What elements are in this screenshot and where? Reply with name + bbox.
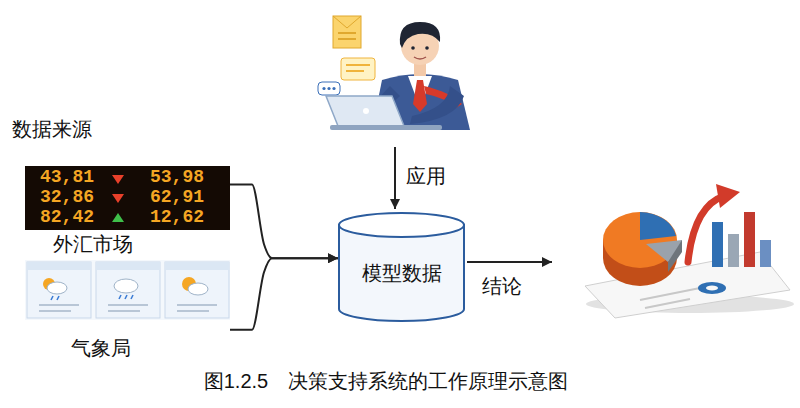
- node-label: 模型数据: [362, 261, 442, 285]
- figure-caption: 图1.2.5 决策支持系统的工作原理示意图: [0, 370, 772, 392]
- merge-connector: [230, 258, 338, 330]
- database-cylinder: 模型数据: [338, 212, 465, 322]
- node-label: 外汇市场: [53, 232, 133, 256]
- ticker-photo: [25, 166, 230, 230]
- weather-photo: [25, 260, 230, 320]
- person-illustration: [318, 16, 470, 130]
- section-heading: 数据来源: [12, 118, 92, 140]
- ticker-number: 43,81: [40, 168, 94, 188]
- node-label: 气象局: [71, 336, 131, 360]
- result-arrow: [467, 261, 552, 263]
- ticker-number: 53,98: [150, 168, 204, 188]
- ticker-number: 82,42: [40, 208, 94, 228]
- merge-connector: [230, 184, 338, 258]
- ticker-number: 12,62: [150, 208, 204, 228]
- ticker-number: 32,86: [40, 188, 94, 208]
- arrow-label: 结论: [482, 275, 522, 297]
- ticker-number: 62,91: [150, 188, 204, 208]
- cylinder-body: [339, 224, 464, 321]
- apply-arrow: [394, 147, 396, 209]
- source-photo-box: 气象局: [25, 258, 230, 362]
- cylinder-top: [339, 213, 464, 237]
- chart-illustration: [585, 184, 794, 318]
- arrow-label: 应用: [406, 165, 446, 187]
